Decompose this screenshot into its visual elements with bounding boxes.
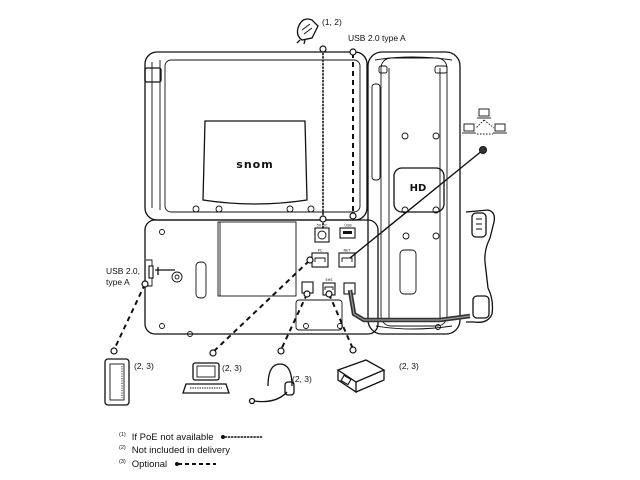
dc-port[interactable] <box>314 227 330 243</box>
headset-icon <box>248 363 295 405</box>
usb-left-label-line2: type A <box>106 277 130 287</box>
ehs-adapter-note: (2, 3) <box>399 361 419 371</box>
power-adapter-icon <box>296 18 319 45</box>
legend-item-delivery: (2) Not included in delivery <box>119 442 230 457</box>
headset-note: (2, 3) <box>292 374 312 384</box>
dashed-line-sample <box>174 462 216 467</box>
usb-left-label-line1: USB 2.0, <box>106 266 140 276</box>
power-supply-note: (1, 2) <box>322 17 342 27</box>
phone-body: snom HD <box>144 51 496 337</box>
port-panel: 5V DC USB PC NET EHS <box>301 224 356 296</box>
port-label-dc: 5V DC <box>317 224 328 228</box>
expansion-module-icon <box>104 358 130 406</box>
legend-mark: (1) <box>119 432 126 438</box>
computer-connection-line <box>211 260 310 354</box>
legend-text: If PoE not available <box>131 432 214 443</box>
expansion-module-connection-line <box>112 283 146 353</box>
computer-icon <box>182 362 230 394</box>
expansion-module-note: (2, 3) <box>134 361 154 371</box>
hd-badge: HD <box>410 183 427 194</box>
network-connection-line <box>349 149 484 259</box>
ehs-adapter-icon <box>336 359 386 394</box>
pc-port[interactable] <box>311 252 329 268</box>
ehs-connection-line <box>328 293 354 350</box>
legend-text: Optional <box>131 459 168 470</box>
port-label-net: NET <box>344 249 352 253</box>
usb-top-label: USB 2.0 type A <box>348 33 406 43</box>
headset-connection-line <box>279 293 308 353</box>
port-label-usb: USB <box>344 224 352 228</box>
legend-text: Not included in delivery <box>131 445 230 456</box>
legend-mark: (3) <box>119 459 126 465</box>
dotted-line-sample <box>221 435 264 440</box>
port-label-pc: PC <box>318 249 323 253</box>
port-label-ehs: EHS <box>325 278 333 282</box>
brand-logo-text: snom <box>236 158 273 171</box>
network-icon <box>462 108 507 135</box>
legend-mark: (2) <box>119 445 126 451</box>
legend-item-poe: (1) If PoE not available <box>119 429 264 444</box>
computer-note: (2, 3) <box>222 363 242 373</box>
legend-item-optional: (3) Optional <box>119 456 218 471</box>
